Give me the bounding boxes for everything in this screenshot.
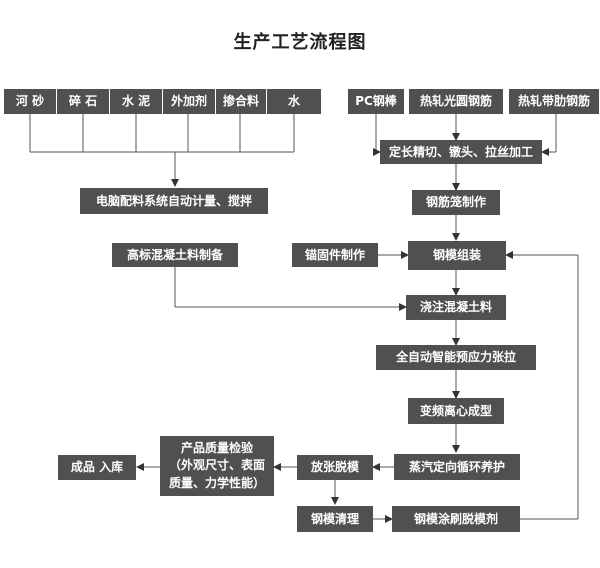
step-rebar-cage: 钢筋笼制作: [412, 190, 500, 215]
step-release-demold: 放张脱模: [297, 455, 373, 480]
step-auto-batching-mixing: 电脑配料系统自动计量、搅拌: [80, 188, 268, 214]
inspection-detail-2: 质量、力学性能）: [168, 475, 265, 490]
step-mold-assembly: 钢模组装: [408, 241, 506, 270]
step-centrifugal-forming: 变频离心成型: [408, 398, 504, 424]
material-blend: 掺合料: [216, 89, 266, 114]
page-title: 生产工艺流程图: [233, 32, 367, 53]
material-pc-steel-bar: PC钢棒: [348, 89, 404, 114]
step-mold-cleaning: 钢模清理: [297, 506, 373, 532]
step-anchor-making: 锚固件制作: [292, 243, 378, 267]
step-pour-concrete: 浇注混凝土料: [406, 295, 506, 320]
step-storage: 成品 入库: [58, 455, 136, 480]
material-admixture: 外加剂: [163, 89, 215, 114]
material-plain-rebar: 热轧光圆钢筋: [409, 89, 503, 114]
step-release-agent: 钢模涂刷脱模剂: [392, 506, 520, 532]
material-ribbed-rebar: 热轧带肋钢筋: [509, 89, 599, 114]
step-cut-upset-draw: 定长精切、镦头、拉丝加工: [380, 140, 542, 164]
material-cement: 水 泥: [110, 89, 162, 114]
inspection-detail-1: （外观尺寸、表面: [168, 458, 265, 473]
material-sand: 河 砂: [4, 89, 56, 114]
material-water: 水: [267, 89, 321, 114]
inspection-title: 产品质量检验: [180, 440, 253, 455]
step-steam-curing: 蒸汽定向循环养护: [394, 454, 520, 480]
step-prestress-tension: 全自动智能预应力张拉: [376, 345, 536, 370]
material-gravel: 碎 石: [57, 89, 109, 114]
step-quality-inspection: 产品质量检验 （外观尺寸、表面 质量、力学性能）: [160, 436, 274, 496]
step-concrete-prep: 高标混凝土料制备: [112, 243, 238, 267]
